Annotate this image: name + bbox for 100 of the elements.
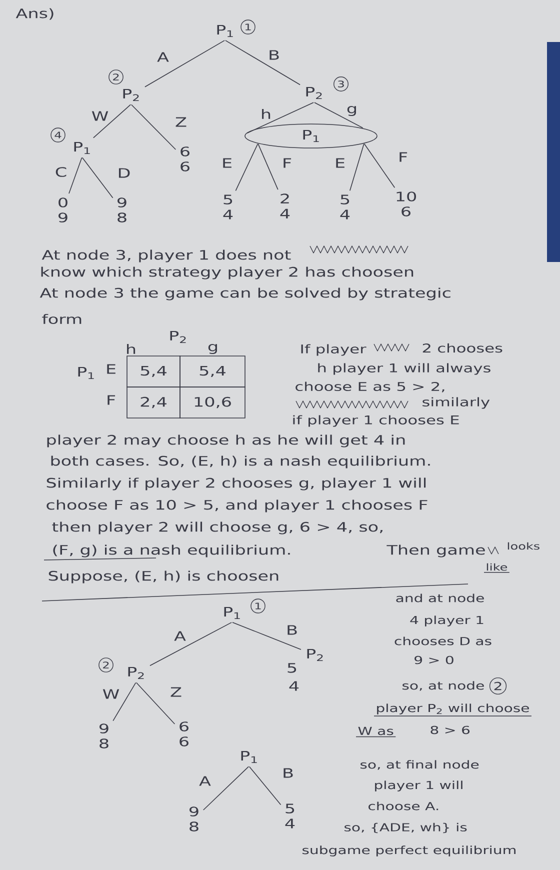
player-label: P$_{2}$ bbox=[128, 666, 144, 680]
note-text: chooses D as bbox=[394, 636, 492, 646]
column-header: h bbox=[127, 344, 136, 354]
payoff-pair: 6 6 bbox=[180, 146, 190, 172]
table-cell: 10,6 bbox=[180, 386, 246, 418]
note-text: If player bbox=[301, 344, 366, 356]
circled-number: 2 bbox=[98, 658, 114, 672]
edge-label: B bbox=[288, 625, 297, 635]
payoff-pair: 0 9 bbox=[58, 198, 68, 222]
note-text: looks bbox=[508, 542, 540, 550]
edge-label: g bbox=[347, 106, 356, 116]
note-text: if player 1 chooses E bbox=[293, 415, 459, 427]
edge-label: Z bbox=[176, 117, 186, 127]
table-cell: 2,4 bbox=[126, 386, 180, 418]
tree-branch bbox=[248, 766, 282, 806]
circled-number: 4 bbox=[50, 128, 66, 142]
note-text: know which strategy player 2 has choosen bbox=[41, 266, 414, 280]
tree-branch bbox=[246, 102, 314, 134]
note-text: then player 2 will choose g, 6 > 4, so, bbox=[52, 522, 382, 534]
note-text: Suppose, (E, h) is choosen bbox=[48, 570, 278, 584]
payoff-value: 5 bbox=[288, 663, 296, 673]
note-text: and at node bbox=[396, 594, 484, 602]
edge-label: E bbox=[336, 158, 344, 168]
note-text: (F, g) is a nash equilibrium. bbox=[53, 544, 290, 558]
note-text: 2 chooses bbox=[422, 343, 502, 353]
tree-branch bbox=[136, 682, 176, 724]
row-header: F bbox=[108, 395, 116, 405]
tree-branch bbox=[202, 766, 250, 810]
player-label: P$_{2}$ bbox=[170, 330, 186, 344]
edge-label: F bbox=[400, 152, 408, 162]
edge-label: B bbox=[270, 50, 279, 60]
edge-label: h bbox=[262, 109, 270, 119]
payoff-pair: 5 4 bbox=[285, 804, 295, 828]
underlined-text: player P$_{2}$ will choose bbox=[374, 704, 532, 716]
payoff-pair: 5 4 bbox=[223, 194, 233, 220]
payoff-pair: 5 4 bbox=[340, 194, 350, 220]
edge-label: Z bbox=[170, 687, 182, 697]
note-text: form bbox=[42, 314, 82, 324]
circled-number: 1 bbox=[240, 20, 256, 34]
heading-text: Ans) bbox=[16, 8, 54, 20]
edge-label: D bbox=[118, 168, 130, 178]
tree-branch bbox=[112, 682, 136, 722]
note-text: At node 3, player 1 does not bbox=[42, 250, 291, 262]
note-text: so, {ADE, wh} is bbox=[344, 822, 467, 834]
note-text: choose E as 5 > 2, bbox=[296, 382, 444, 392]
edge-label: A bbox=[199, 776, 211, 786]
tree-branch bbox=[144, 40, 225, 88]
note-text: 9 > 0 bbox=[414, 656, 454, 664]
note-text: 4 player 1 bbox=[410, 616, 484, 626]
payoff-pair: 6 6 bbox=[180, 722, 188, 746]
tree-branch bbox=[350, 144, 364, 192]
table-cell: 5,4 bbox=[126, 356, 180, 388]
circled-number: 2 bbox=[489, 677, 507, 695]
note-text: At node 3 the game can be solved by strategic bbox=[40, 288, 450, 300]
tree-branch bbox=[93, 104, 132, 138]
player-label: P$_{1}$ bbox=[224, 607, 240, 619]
note-text: both cases. So, (E, h) is a nash equilibrium. bbox=[51, 456, 430, 468]
underlined-text: W as bbox=[356, 726, 396, 738]
circled-number: 2 bbox=[108, 70, 124, 84]
note-text: subgame perfect equilibrium bbox=[302, 846, 516, 856]
tree-branch bbox=[364, 143, 396, 188]
tree-branch bbox=[225, 40, 300, 86]
note-text: 8 > 6 bbox=[430, 726, 470, 734]
edge-label: W bbox=[92, 111, 108, 121]
edge-label: W bbox=[102, 689, 120, 699]
tree-branch bbox=[82, 157, 114, 198]
payoff-pair: 9 8 bbox=[190, 806, 198, 832]
circled-number: 3 bbox=[334, 76, 348, 92]
tree-branch bbox=[68, 157, 82, 194]
player-label: P$_{1}$ bbox=[74, 142, 90, 154]
player-label: P$_{1}$ bbox=[241, 751, 257, 763]
edge-label: A bbox=[174, 631, 186, 641]
column-header: g bbox=[208, 344, 217, 354]
note-text: choose A. bbox=[368, 802, 438, 810]
note-text: similarly bbox=[422, 397, 490, 409]
note-text: so, at node bbox=[402, 681, 484, 691]
tree-branch bbox=[232, 622, 302, 650]
note-text: Similarly if player 2 chooses g, player 1 will bbox=[46, 478, 426, 490]
payoff-pair: 9 8 bbox=[118, 198, 126, 222]
tree-branch bbox=[258, 144, 278, 190]
edge-label: C bbox=[56, 167, 66, 177]
tree-branch bbox=[130, 104, 176, 150]
player-label: P$_{2}$ bbox=[123, 88, 139, 102]
note-text: choose F as 10 > 5, and player 1 chooses F bbox=[46, 500, 428, 512]
circled-number: 1 bbox=[250, 598, 266, 614]
underlined-text: like bbox=[484, 563, 510, 573]
edge-label: B bbox=[284, 768, 293, 778]
edge-label: E bbox=[223, 158, 232, 168]
edge-label: A bbox=[157, 52, 169, 62]
payoff-pair: 9 8 bbox=[100, 724, 108, 748]
payoff-pair: 10 6 bbox=[396, 192, 416, 216]
note-text: player 2 may choose h as he will get 4 in bbox=[47, 434, 405, 448]
note-text: player 1 will bbox=[375, 780, 462, 792]
tree-branch bbox=[314, 102, 364, 128]
player-label: P$_{2}$ bbox=[306, 86, 322, 100]
edge-label: F bbox=[284, 158, 292, 168]
note-text: Then game bbox=[386, 544, 485, 558]
table-cell: 5,4 bbox=[180, 356, 246, 388]
note-text: so, at final node bbox=[360, 760, 479, 770]
player-label: P$_{1}$ bbox=[217, 25, 233, 37]
